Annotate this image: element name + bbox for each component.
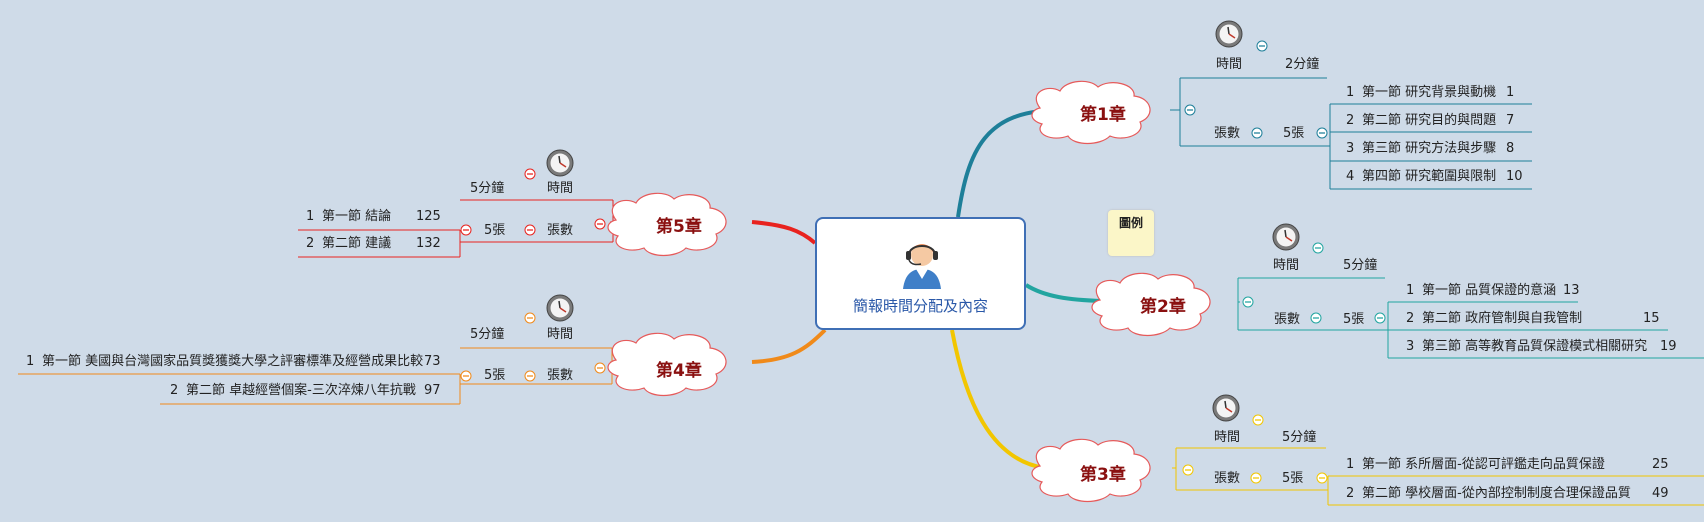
cloud-chapter1[interactable] bbox=[1031, 80, 1151, 145]
clock-icon bbox=[1272, 223, 1300, 251]
chapter1-label[interactable]: 第1章 bbox=[1080, 105, 1126, 125]
chapter4-time-label: 時間 bbox=[547, 327, 574, 342]
clock-icon bbox=[1215, 20, 1243, 48]
chapter1-section-title: 第一節 研究背景與動機 bbox=[1362, 85, 1497, 100]
cloud-chapter3[interactable] bbox=[1031, 438, 1151, 503]
chapter4-count-label: 張數 bbox=[547, 368, 574, 383]
chapter2-section-title: 第二節 政府管制與自我管制 bbox=[1422, 311, 1583, 326]
legend-label: 圖例 bbox=[1118, 216, 1143, 230]
chapter2-section-num: 2 bbox=[1406, 311, 1415, 326]
legend-note[interactable]: 圖例 bbox=[1108, 210, 1154, 256]
chapter2-section-num: 3 bbox=[1406, 339, 1415, 354]
chapter4-time-value: 5分鐘 bbox=[470, 327, 505, 342]
chapter2-time-value: 5分鐘 bbox=[1343, 258, 1378, 273]
chapter3-time-label: 時間 bbox=[1214, 430, 1241, 445]
chapter1-section-num: 3 bbox=[1346, 141, 1355, 156]
chapter3-count-value: 5張 bbox=[1282, 471, 1304, 486]
chapter5-count-label: 張數 bbox=[547, 223, 574, 238]
cloud-chapter5[interactable] bbox=[607, 192, 727, 257]
chapter5-time-label: 時間 bbox=[547, 181, 574, 196]
chapter2-label[interactable]: 第2章 bbox=[1140, 297, 1186, 317]
chapter3-count-label: 張數 bbox=[1214, 471, 1241, 486]
chapter5-section-title: 第一節 結論 bbox=[322, 209, 392, 224]
clock-icon bbox=[546, 294, 574, 322]
clock-icon bbox=[546, 149, 574, 177]
chapter5-time-value: 5分鐘 bbox=[470, 181, 505, 196]
chapter1-section-page: 10 bbox=[1506, 169, 1523, 184]
chapter1-section-num: 4 bbox=[1346, 169, 1355, 184]
chapter2-section-title: 第三節 高等教育品質保證模式相關研究 bbox=[1422, 339, 1648, 354]
chapter1-section-title: 第三節 研究方法與步驟 bbox=[1362, 141, 1497, 156]
chapter4-count-value: 5張 bbox=[484, 368, 506, 383]
chapter1-time-label: 時間 bbox=[1216, 57, 1243, 72]
chapter4-section-title: 第二節 卓越經營個案-三次淬煉八年抗戰 bbox=[186, 383, 416, 398]
chapter2-section-page: 15 bbox=[1643, 311, 1660, 326]
chapter4-label[interactable]: 第4章 bbox=[656, 361, 702, 381]
chapter2-time-label: 時間 bbox=[1273, 258, 1300, 273]
chapter1-section-page: 8 bbox=[1506, 141, 1515, 156]
chapter3-section-title: 第二節 學校層面-從內部控制制度合理保證品質 bbox=[1362, 486, 1631, 501]
chapter1-time-value: 2分鐘 bbox=[1285, 57, 1320, 72]
operator-avatar-icon bbox=[903, 244, 941, 289]
chapter1-section-page: 7 bbox=[1506, 113, 1515, 128]
branch-chapter4 bbox=[751, 328, 827, 364]
chapter1-section-title: 第二節 研究目的與問題 bbox=[1362, 113, 1497, 128]
chapter1-count-label: 張數 bbox=[1214, 126, 1241, 141]
chapter5-section-page: 125 bbox=[416, 209, 441, 224]
chapter1-count-value: 5張 bbox=[1283, 126, 1305, 141]
chapter1-section-page: 1 bbox=[1506, 85, 1515, 100]
cloud-chapter4[interactable] bbox=[607, 332, 727, 397]
cloud-chapter2[interactable] bbox=[1091, 272, 1211, 337]
chapter5-section-num: 2 bbox=[306, 236, 315, 251]
chapter5-section-page: 132 bbox=[416, 236, 441, 251]
chapter1-section-num: 1 bbox=[1346, 85, 1355, 100]
chapter3-time-value: 5分鐘 bbox=[1282, 430, 1317, 445]
chapter3-section-title: 第一節 系所層面-從認可評鑑走向品質保證 bbox=[1362, 457, 1605, 472]
branch-chapter5 bbox=[751, 220, 817, 245]
chapter2-section-page: 19 bbox=[1660, 339, 1677, 354]
chapter2-section-title: 第一節 品質保證的意涵 bbox=[1422, 283, 1557, 298]
chapter3-section-page: 25 bbox=[1652, 457, 1669, 472]
chapter5-section-num: 1 bbox=[306, 209, 315, 224]
chapter2-section-num: 1 bbox=[1406, 283, 1415, 298]
chapter5-section-title: 第二節 建議 bbox=[322, 236, 392, 251]
chapter1-section-num: 2 bbox=[1346, 113, 1355, 128]
chapter5-label[interactable]: 第5章 bbox=[656, 217, 702, 237]
chapter3-label[interactable]: 第3章 bbox=[1080, 465, 1126, 485]
chapter4-section-page: 97 bbox=[424, 383, 441, 398]
chapter2-count-value: 5張 bbox=[1343, 312, 1365, 327]
branch-chapter2 bbox=[1024, 283, 1103, 303]
chapter3-section-page: 49 bbox=[1652, 486, 1669, 501]
clock-icon bbox=[1212, 394, 1240, 422]
chapter4-section-num: 2 bbox=[170, 383, 179, 398]
chapter4-section-num: 1 bbox=[26, 354, 35, 369]
chapter2-section-page: 13 bbox=[1563, 283, 1580, 298]
chapter3-section-num: 1 bbox=[1346, 457, 1355, 472]
branch-chapter3 bbox=[950, 329, 1046, 470]
chapter4-section-page: 73 bbox=[424, 354, 441, 369]
central-topic-title: 簡報時間分配及內容 bbox=[852, 297, 988, 315]
chapter4-section-title: 第一節 美國與台灣國家品質獎獲獎大學之評審標準及經營成果比較 bbox=[42, 354, 424, 369]
chapter3-section-num: 2 bbox=[1346, 486, 1355, 501]
chapter5-count-value: 5張 bbox=[484, 223, 506, 238]
chapter1-section-title: 第四節 研究範圍與限制 bbox=[1362, 169, 1497, 184]
central-topic[interactable]: 簡報時間分配及內容 bbox=[815, 217, 1026, 330]
chapter2-count-label: 張數 bbox=[1274, 312, 1301, 327]
